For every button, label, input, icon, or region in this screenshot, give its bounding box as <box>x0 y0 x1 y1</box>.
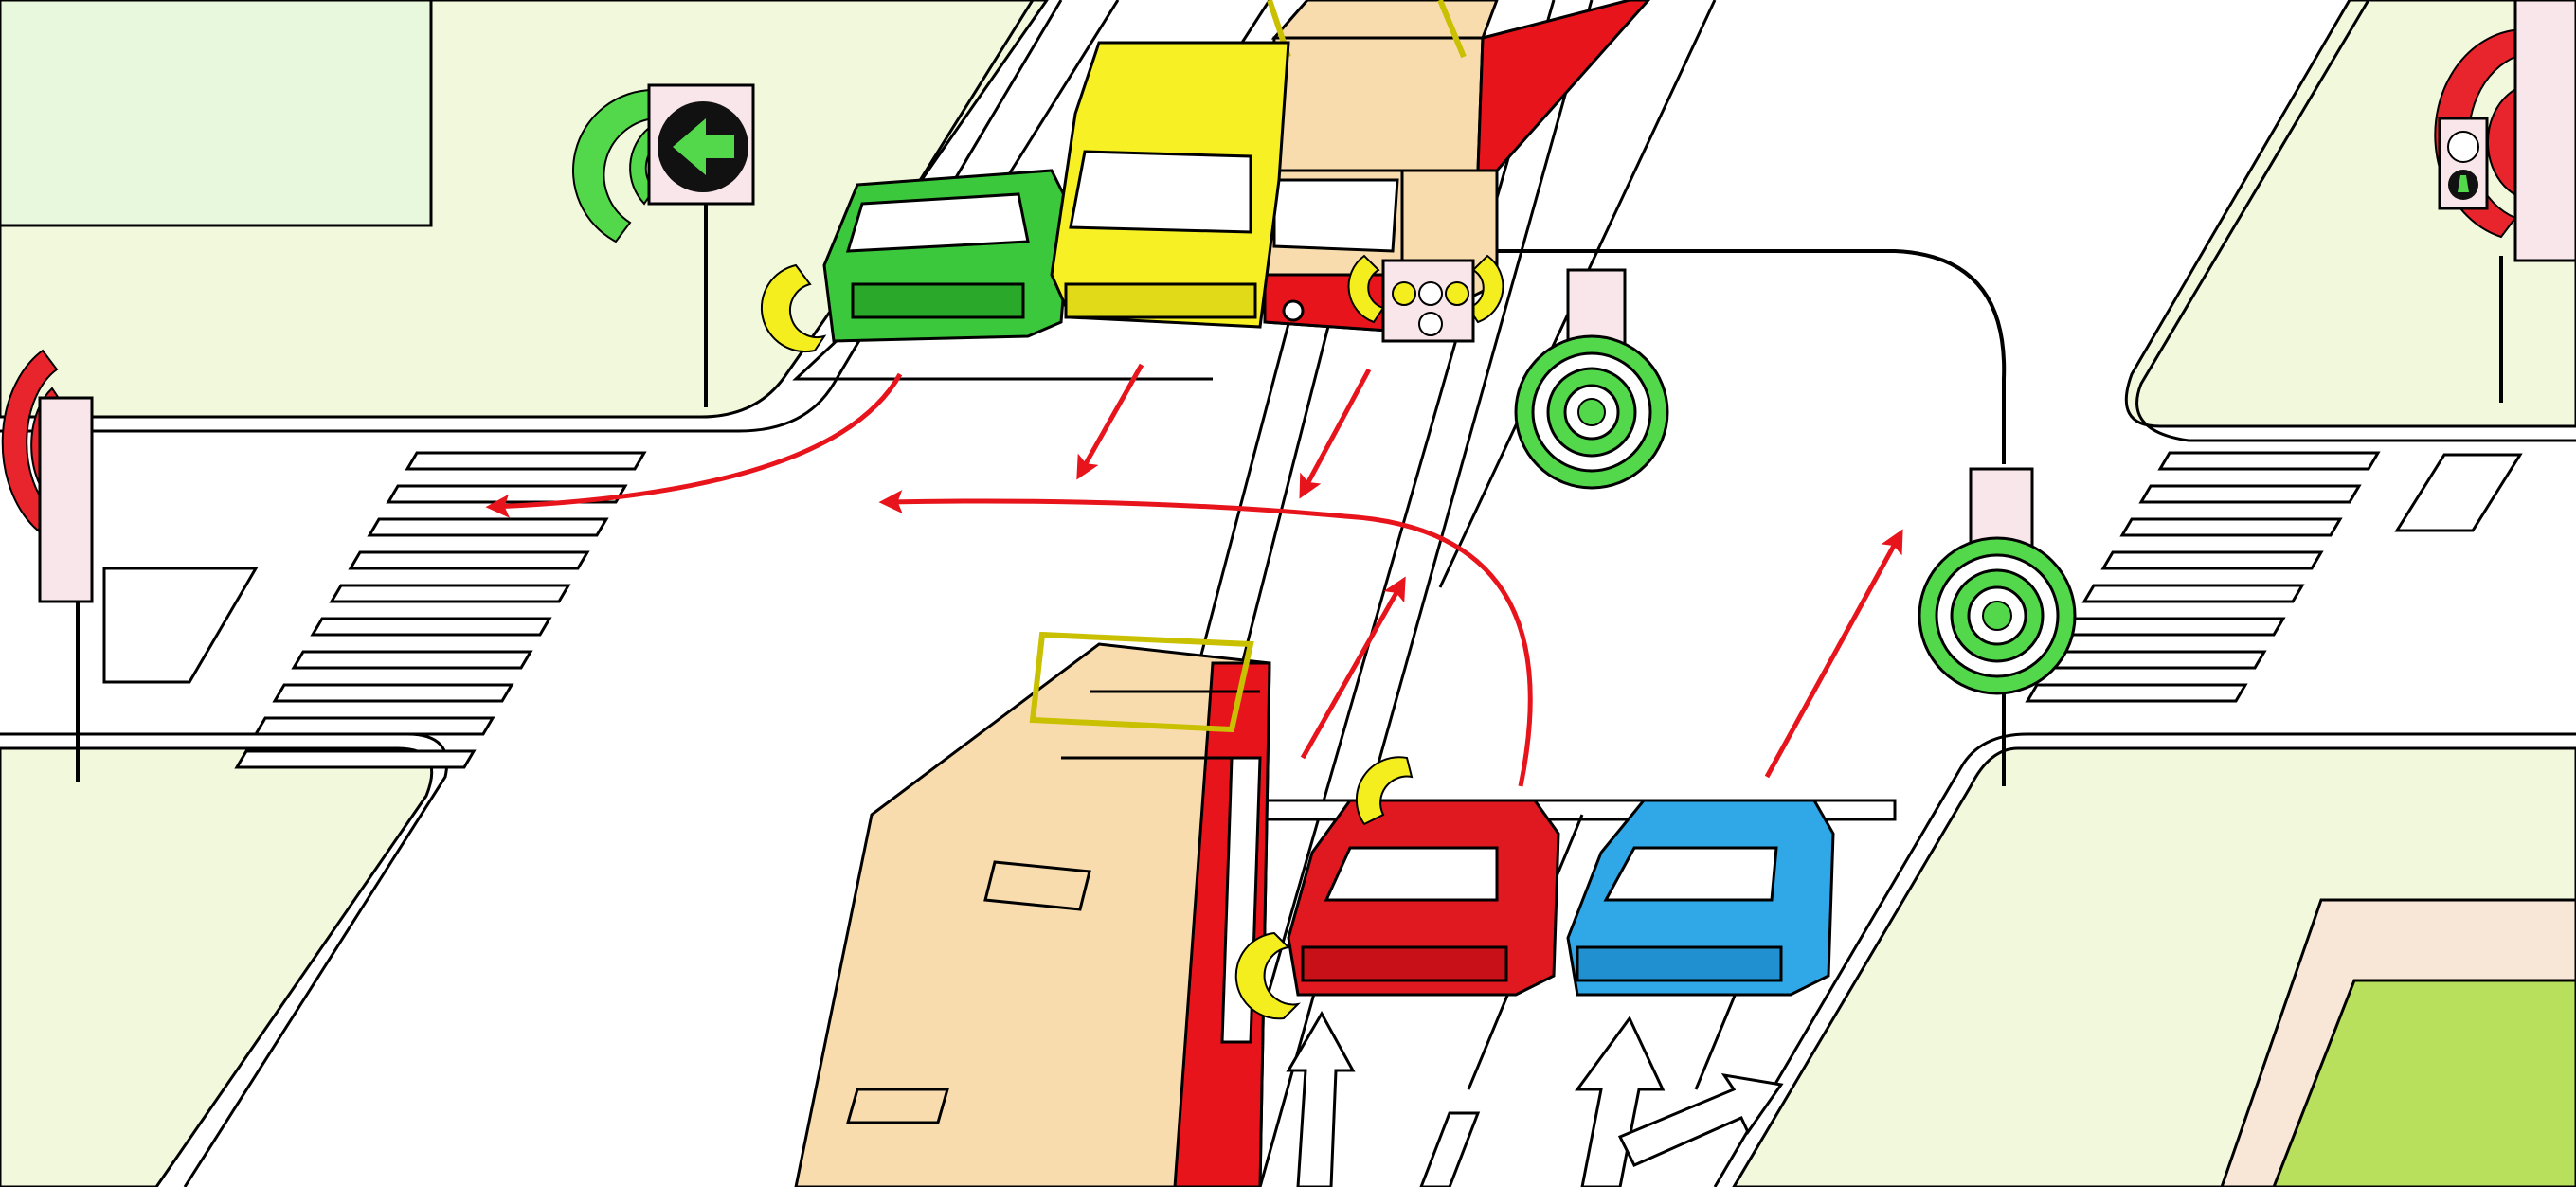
arrow-tram-top-straight <box>1299 368 1372 499</box>
crosswalk-right <box>2025 451 2381 703</box>
arrow-red-car-left-turn <box>878 490 1533 787</box>
left-arrow-signal <box>572 83 755 407</box>
vehicle-signal-arcs <box>760 263 1414 1020</box>
straight-right-arrow-road-marking-icon <box>1575 1016 1784 1187</box>
tram-bottom <box>794 631 1271 1187</box>
van-yellow <box>1050 41 1290 329</box>
car-green <box>822 169 1072 343</box>
straight-arrow-road-marking-icon <box>1286 1010 1356 1187</box>
signal-center-green <box>1514 268 1669 490</box>
car-red <box>1287 799 1560 997</box>
stop-line-left <box>102 567 259 684</box>
tram-signal <box>1347 254 1504 343</box>
grass-bottom-right <box>2272 979 2576 1187</box>
signal-right-green <box>1918 467 2077 786</box>
lawn-top-right <box>2124 0 2576 428</box>
arrow-blue-car-straight <box>1764 529 1903 779</box>
movement-arrows <box>485 363 1903 787</box>
lawn-bottom-left <box>0 746 434 1187</box>
arrow-tram-bottom-straight <box>1300 576 1406 760</box>
car-blue <box>1566 799 1835 997</box>
arrow-green-car-left-turn <box>485 372 903 518</box>
crosswalk-left <box>234 451 647 769</box>
signal-left-edge <box>1 349 94 782</box>
building-top-left <box>0 0 433 227</box>
signal-cable <box>1478 249 2007 464</box>
signal-top-right <box>2434 0 2576 403</box>
stop-line-right <box>2394 453 2523 532</box>
arrow-van-straight <box>1076 363 1144 480</box>
